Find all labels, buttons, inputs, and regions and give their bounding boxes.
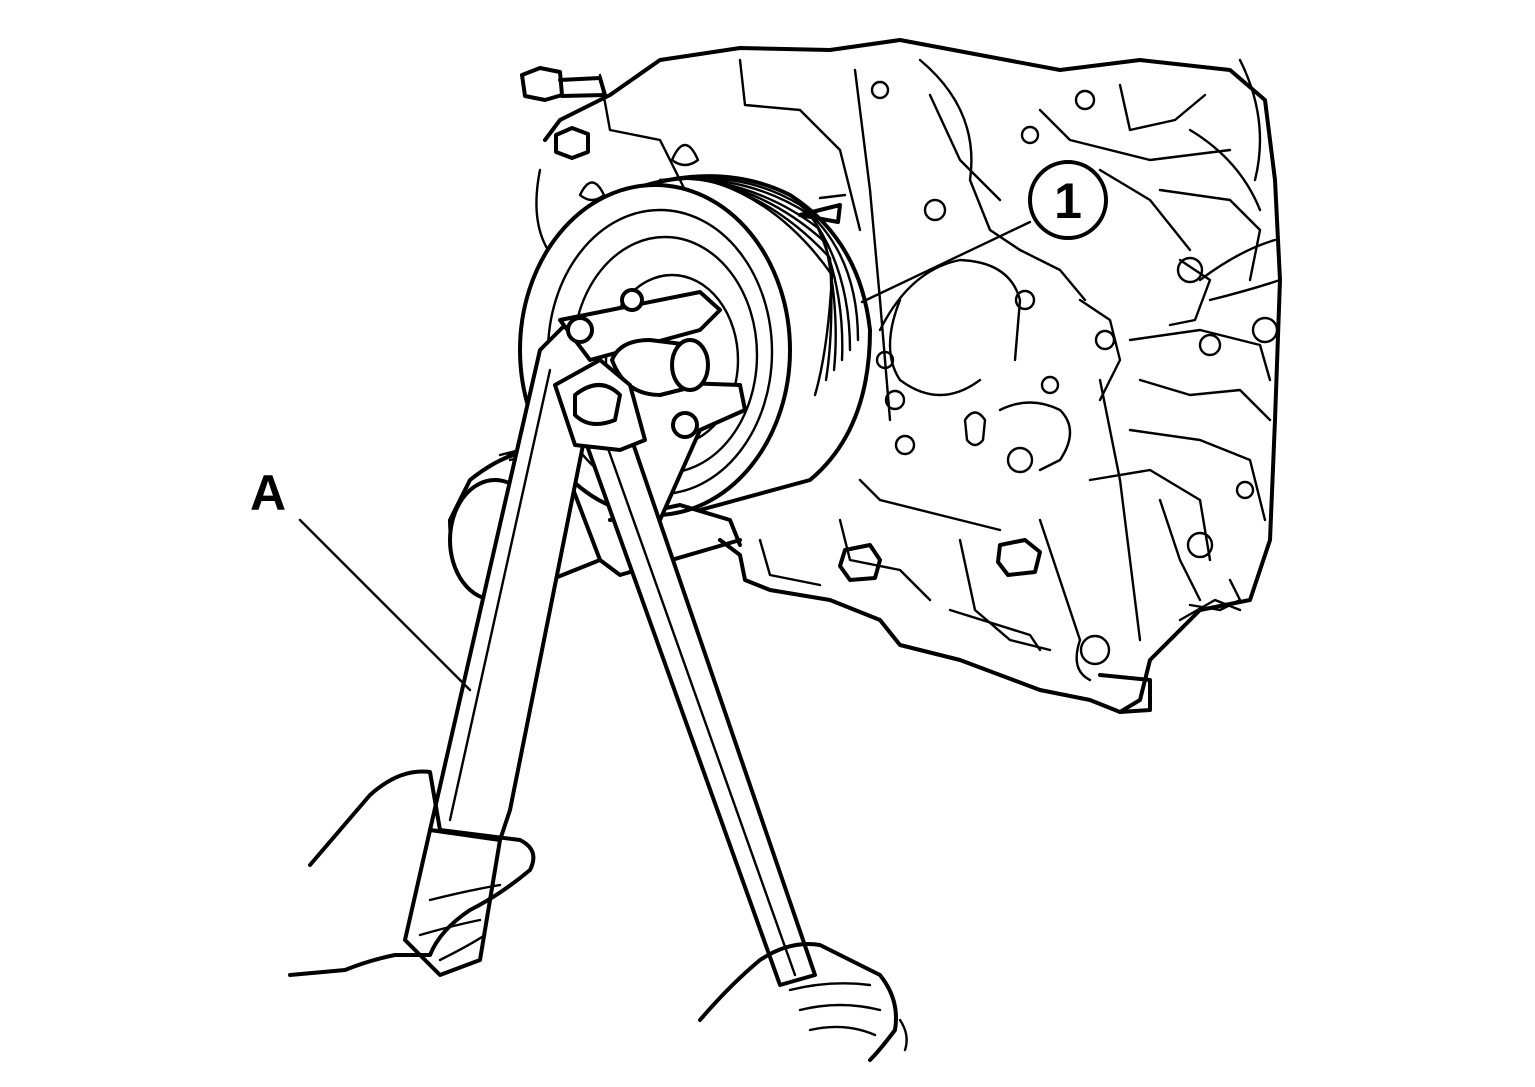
socket [610, 338, 710, 397]
callout-label-a: A [250, 465, 286, 521]
leader-line-1 [860, 220, 1032, 304]
cover-bolts [520, 66, 1042, 582]
callout-label-1: 1 [1054, 173, 1082, 229]
right-hand [698, 942, 908, 1062]
left-hand [288, 769, 536, 977]
engine-block [535, 38, 1282, 714]
callout-leaders [298, 220, 1032, 692]
breaker-bar [553, 358, 817, 987]
callout-1-badge: 1 [1028, 160, 1108, 240]
leader-line-a [298, 518, 472, 692]
